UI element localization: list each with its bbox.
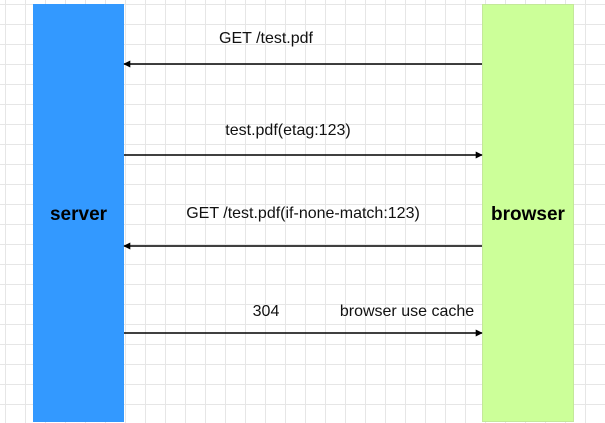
browser-label: browser xyxy=(491,204,565,225)
message-label-get-request: GET /test.pdf xyxy=(219,30,313,47)
message-note-browser-use-cache: browser use cache xyxy=(339,303,475,320)
server-lane: server xyxy=(33,4,124,422)
server-label: server xyxy=(49,204,108,225)
browser-lane: browser xyxy=(482,4,574,422)
message-label-304: 304 xyxy=(252,303,280,320)
message-label-etag-response: test.pdf(etag:123) xyxy=(225,122,351,139)
message-label-conditional-request: GET /test.pdf(if-none-match:123) xyxy=(186,205,420,222)
